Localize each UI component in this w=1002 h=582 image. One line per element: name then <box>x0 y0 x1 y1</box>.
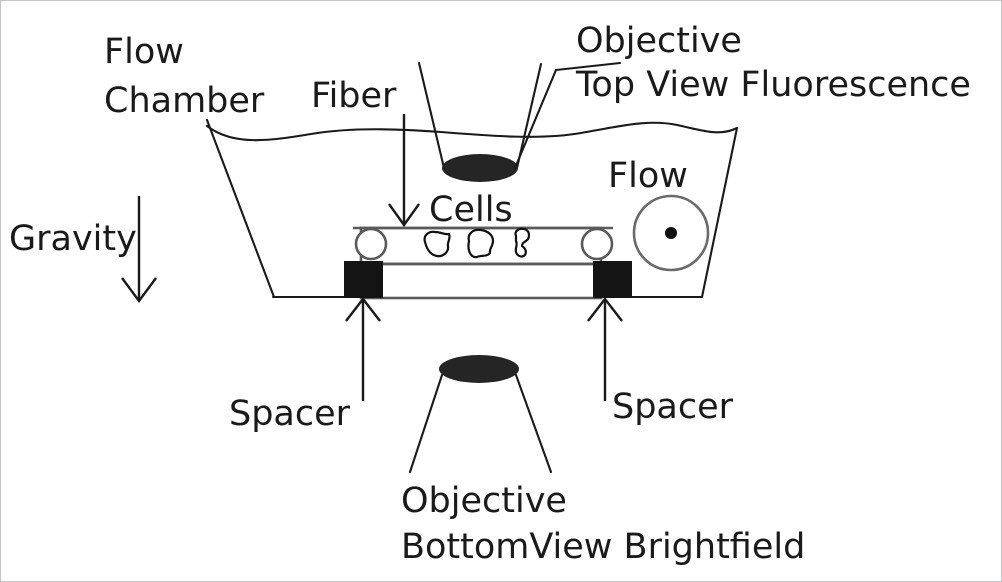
cell-group <box>423 227 531 259</box>
top-objective-cone-left <box>417 61 446 170</box>
flow-out-of-page-symbol <box>632 194 710 272</box>
tubing-end-circle-right <box>580 227 614 261</box>
top-objective <box>417 61 543 182</box>
liquid-surface-line <box>205 121 739 142</box>
label-gravity: Gravity <box>9 219 137 259</box>
label-fiber: Fiber <box>311 76 397 116</box>
label-objective-bottom-line2: BottomView Brightfield <box>401 527 805 567</box>
objective-top-leader-right <box>554 61 622 72</box>
flow-symbol-ring <box>632 194 710 272</box>
spacer-block-right <box>593 261 632 298</box>
spacer-block-left <box>344 261 383 298</box>
label-flow: Flow <box>608 156 688 196</box>
label-objective-bottom-line1: Objective <box>401 481 567 521</box>
label-flow-chamber-line2: Chamber <box>104 81 265 121</box>
flow-symbol-dot <box>665 227 677 239</box>
fiber-arrow <box>388 114 420 228</box>
spacer-arrow-left <box>345 297 381 401</box>
label-spacer-right: Spacer <box>612 387 734 427</box>
objective-top-leader-left <box>513 68 558 170</box>
spacer-arrow-right <box>587 297 623 401</box>
bottom-objective-cone-right <box>514 373 553 474</box>
label-objective-top-line2: Top View Fluorescence <box>575 65 971 105</box>
cell <box>514 227 531 258</box>
cell <box>423 230 451 258</box>
label-objective-top-line1: Objective <box>576 21 742 61</box>
cell <box>467 228 495 259</box>
spacer-arrow-left-head <box>345 297 381 322</box>
label-cells: Cells <box>429 190 513 230</box>
chamber-left-wall <box>205 118 276 299</box>
channel-lower-band <box>359 262 603 300</box>
bottom-objective-cone-left <box>408 373 444 474</box>
bottom-objective <box>408 355 553 474</box>
fiber-arrow-head <box>388 203 420 228</box>
gravity-arrow-head <box>121 277 157 304</box>
tubing-end-circle-left <box>354 227 388 261</box>
top-objective-lens <box>442 154 518 182</box>
label-spacer-left: Spacer <box>229 394 351 434</box>
chamber-right-wall <box>700 126 739 299</box>
gravity-arrow <box>121 196 157 304</box>
top-objective-cone-right <box>515 62 543 170</box>
spacer-arrow-right-head <box>587 297 623 322</box>
bottom-objective-lens <box>439 355 519 383</box>
label-flow-chamber-line1: Flow <box>104 32 184 72</box>
